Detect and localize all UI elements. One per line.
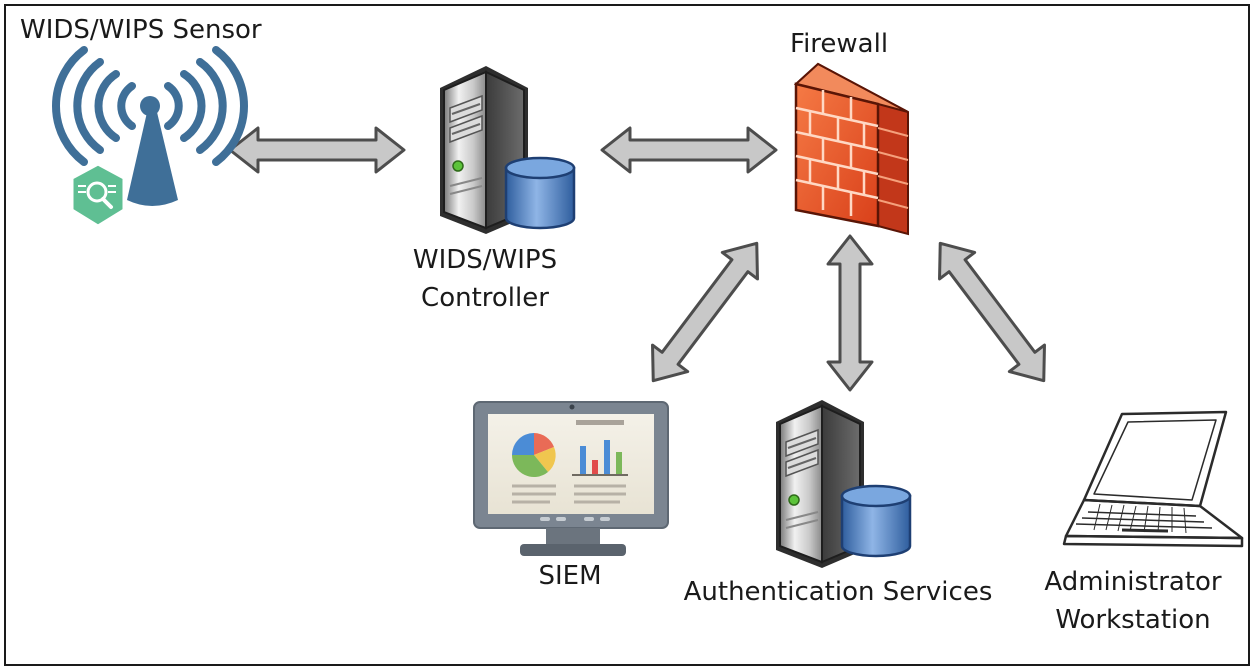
siem-label: SIEM — [538, 561, 602, 591]
admin-label-line2: Workstation — [1055, 605, 1211, 635]
admin-label-line1: Administrator — [1044, 567, 1222, 597]
monitor-dashboard-icon — [473, 401, 669, 556]
arrow-sensor-controller — [228, 126, 406, 174]
sensor-label: WIDS/WIPS Sensor — [20, 15, 262, 45]
arrow-firewall-admin — [938, 241, 1046, 383]
auth-label: Authentication Services — [683, 577, 993, 607]
arrow-firewall-auth — [826, 234, 874, 392]
arrow-firewall-siem — [651, 241, 759, 383]
firewall-label: Firewall — [790, 29, 889, 59]
controller-label-line2: Controller — [421, 283, 549, 313]
controller-server-icon — [439, 65, 576, 235]
controller-label-line1: WIDS/WIPS — [412, 245, 558, 275]
arrow-controller-firewall — [600, 126, 778, 174]
laptop-icon — [1062, 410, 1244, 548]
wireless-sensor-icon — [52, 46, 248, 228]
firewall-brick-icon — [793, 62, 909, 236]
auth-server-icon — [775, 399, 912, 569]
